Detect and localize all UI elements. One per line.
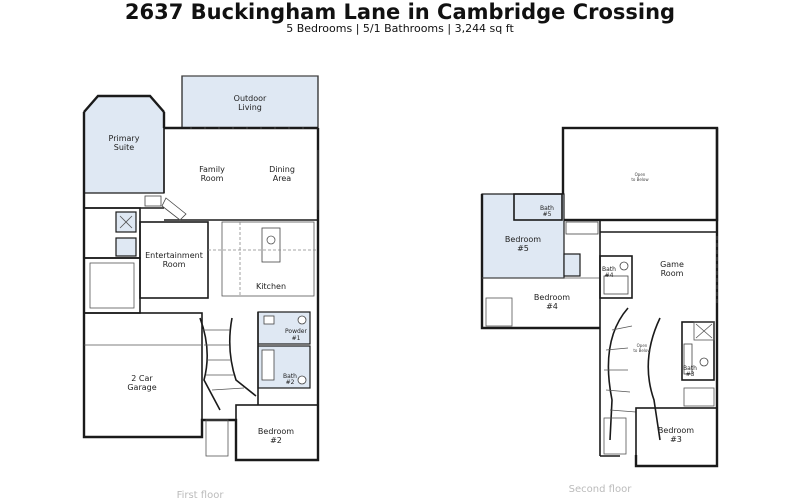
bedroom4-label-2: #4: [546, 302, 558, 311]
bath3-label-1: Bath: [683, 365, 697, 372]
bath4-label-1: Bath: [602, 266, 616, 273]
first-floor-plan: [82, 75, 320, 462]
primary-suite-label-2: Suite: [114, 143, 135, 152]
bath3-label-2: #3: [686, 371, 695, 378]
powder-label-1: Powder: [285, 328, 307, 335]
open-below-stair-label-1: Open: [637, 343, 648, 348]
family-room-label-1: Family: [199, 165, 225, 174]
bath5-label-2: #5: [543, 211, 552, 218]
kitchen-label: Kitchen: [256, 282, 286, 291]
bath2-label-2: #2: [286, 379, 295, 386]
bedroom3-label-1: Bedroom: [658, 426, 694, 435]
entertainment-room-label-2: Room: [163, 260, 186, 269]
bedroom2-label-1: Bedroom: [258, 427, 294, 436]
outdoor-living-area: [181, 75, 319, 129]
primary-suite-label-1: Primary: [109, 134, 140, 143]
open-below-top-label-1: Open: [635, 172, 646, 177]
bedroom4-label-1: Bedroom: [534, 293, 570, 302]
game-room-label-1: Game: [660, 260, 684, 269]
open-below-top-label-2: to Below: [631, 177, 649, 182]
second-floor-caption: Second floor: [569, 484, 633, 495]
bedroom2-label-2: #2: [270, 436, 282, 445]
entertainment-room-label-1: Entertainment: [145, 251, 203, 260]
garage-label-1: 2 Car: [131, 374, 153, 383]
open-below-stair-label-2: to Below: [633, 348, 651, 353]
garage-label-2: Garage: [127, 383, 156, 392]
powder-label-2: #1: [292, 335, 301, 342]
family-room-label-2: Room: [201, 174, 224, 183]
bedroom5-label-1: Bedroom: [505, 235, 541, 244]
bath2-label-1: Bath: [283, 373, 297, 380]
bedroom3-label-2: #3: [670, 435, 682, 444]
second-floor-plan: [480, 126, 719, 468]
game-room-label-2: Room: [661, 269, 684, 278]
outdoor-living-label-2: Living: [238, 103, 262, 112]
outdoor-living-label-1: Outdoor: [234, 94, 267, 103]
bath4-label-2: #4: [605, 272, 614, 279]
bedroom5-label-2: #5: [517, 244, 529, 253]
bath5-label-1: Bath: [540, 205, 554, 212]
bedroom5-area: [481, 193, 565, 279]
page-subtitle: 5 Bedrooms | 5/1 Bathrooms | 3,244 sq ft: [286, 22, 514, 35]
dining-area-label-2: Area: [273, 174, 292, 183]
page-title: 2637 Buckingham Lane in Cambridge Crossi…: [124, 0, 676, 24]
first-floor-caption: First floor: [177, 490, 225, 500]
dining-area-label-1: Dining: [269, 165, 295, 174]
